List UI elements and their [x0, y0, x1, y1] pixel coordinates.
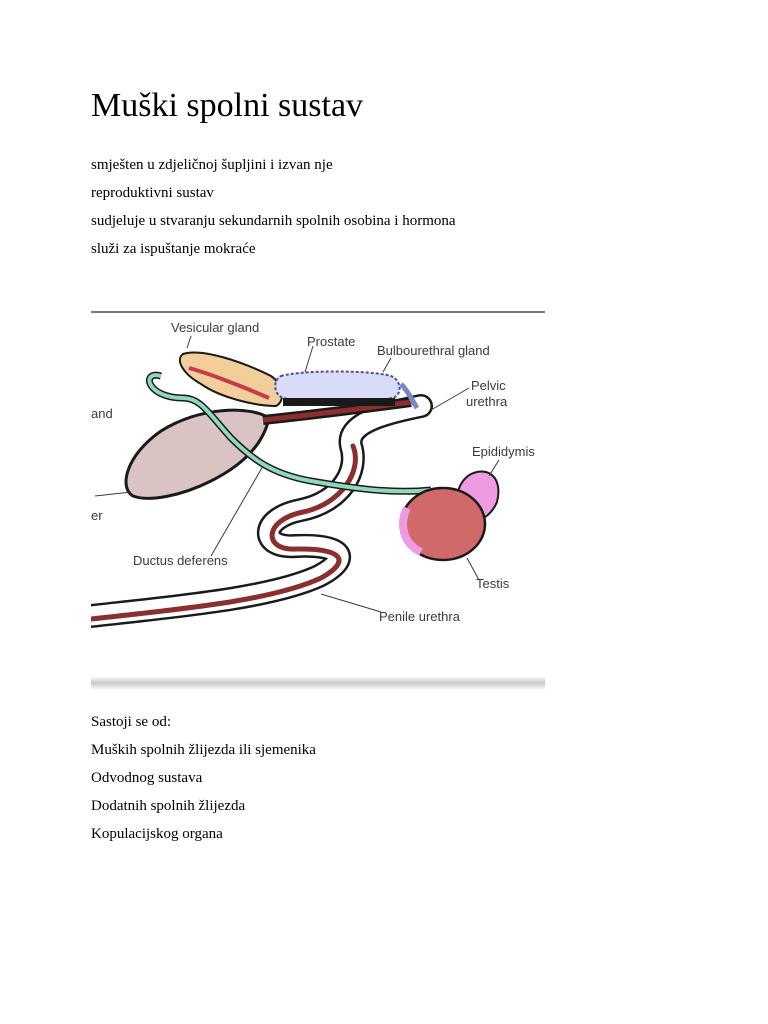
ductus-deferens	[147, 373, 432, 494]
intro-line-urination: služi za ispuštanje mokraće	[91, 241, 256, 257]
prostate-shape	[274, 370, 401, 402]
label-epididymis: Epididymis	[472, 444, 535, 459]
label-vesicular-gland: Vesicular gland	[171, 320, 259, 335]
figure-top-border	[91, 311, 545, 313]
intro-line-function: sudjeluje u stvaranju sekundarnih spolni…	[91, 213, 456, 229]
leader-lines	[94, 335, 500, 613]
label-ductus-deferens: Ductus deferens	[133, 553, 228, 568]
page-title: Muški spolni sustav	[91, 87, 364, 124]
penile-urethra-lumen	[91, 443, 358, 622]
epididymis-tail	[399, 506, 423, 556]
part-testes: Muških spolnih žlijezda ili sjemenika	[91, 742, 316, 758]
anatomy-diagram: Vesicular gland Prostate Bulbourethral g…	[91, 306, 545, 694]
bladder-shape	[124, 408, 271, 500]
intro-list: smješten u zdjeličnoj šupljini i izvan n…	[91, 151, 456, 263]
figure-bottom-border	[91, 676, 545, 690]
prostate-base	[283, 398, 395, 406]
intro-line-location: smješten u zdjeličnoj šupljini i izvan n…	[91, 157, 333, 173]
vesicular-duct	[188, 366, 270, 400]
bulbourethral-duct	[399, 382, 420, 410]
parts-list: Sastoji se od: Muških spolnih žlijezda i…	[91, 708, 316, 848]
label-pelvic: Pelvic	[471, 378, 506, 393]
intro-line-system: reproduktivni sustav	[91, 185, 214, 201]
label-bulbourethral-gland: Bulbourethral gland	[377, 343, 490, 358]
label-prostate: Prostate	[307, 334, 355, 349]
parts-heading: Sastoji se od:	[91, 714, 172, 730]
anatomy-diagram-svg: Vesicular gland Prostate Bulbourethral g…	[91, 311, 545, 690]
part-copulatory-organ: Kopulacijskog organa	[91, 826, 223, 842]
label-testis: Testis	[476, 576, 510, 591]
label-bladder-cut: er	[91, 508, 103, 523]
label-urethra: urethra	[466, 394, 508, 409]
part-duct-system: Odvodnog sustava	[91, 770, 203, 786]
label-gland-cut: and	[91, 406, 113, 421]
label-penile-urethra: Penile urethra	[379, 609, 461, 624]
part-accessory-glands: Dodatnih spolnih žlijezda	[91, 798, 246, 814]
